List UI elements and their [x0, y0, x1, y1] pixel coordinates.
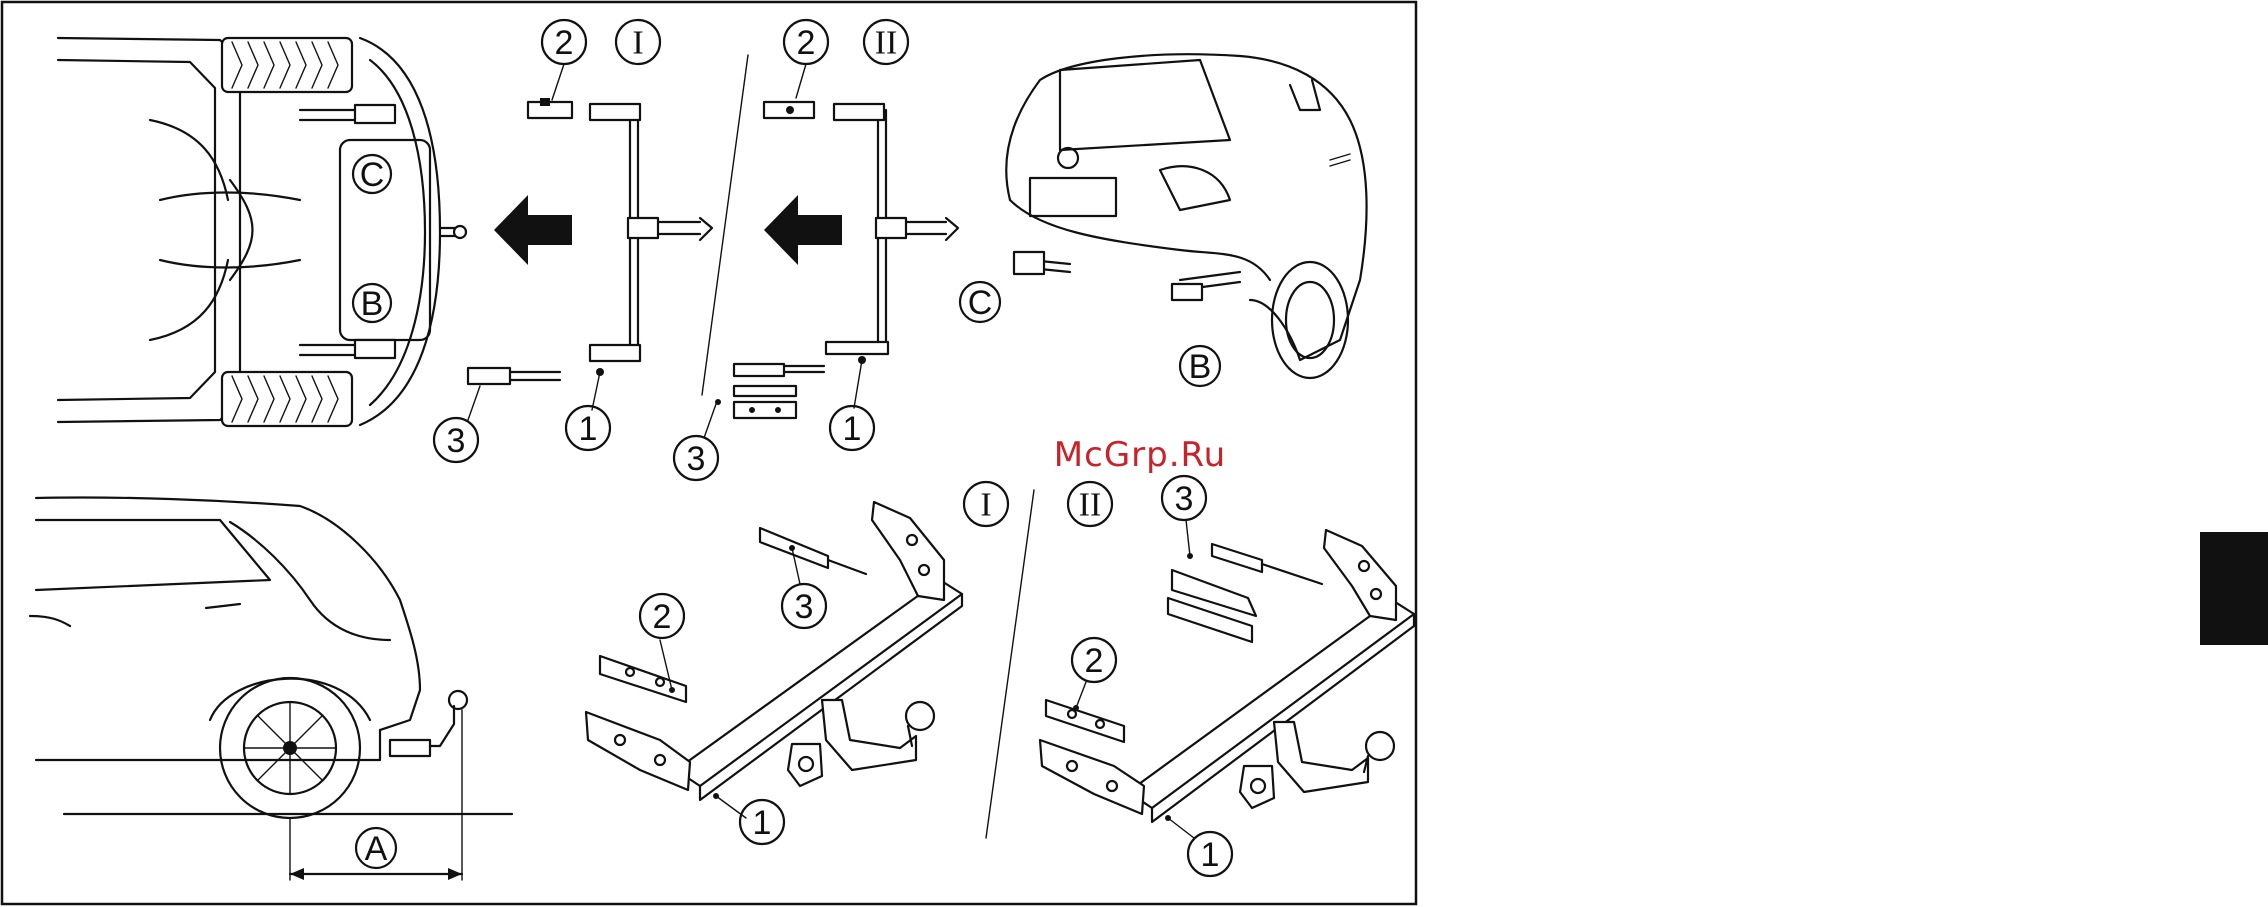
callout-3-variant-I-bottom: 3 — [795, 588, 814, 626]
variant-II-label-bottom: II — [1079, 487, 1102, 524]
callout-1-variant-I-bottom: 1 — [753, 804, 772, 842]
callout-3-variant-II-top: 3 — [687, 440, 706, 478]
watermark: McGrp.Ru — [1054, 435, 1226, 475]
callout-2-variant-II-top: 2 — [797, 24, 816, 62]
callout-1-variant-II-bottom: 1 — [1201, 836, 1220, 874]
callout-C-underside: C — [360, 156, 385, 194]
variant-I-label-bottom: I — [980, 487, 991, 524]
callout-C-rear: C — [968, 284, 993, 322]
callout-3-variant-I-top: 3 — [447, 422, 466, 460]
callout-2-variant-I-top: 2 — [555, 24, 574, 62]
variant-I-label-top: I — [632, 25, 643, 62]
callout-2-variant-I-bottom: 2 — [653, 598, 672, 636]
callout-B-rear: B — [1189, 348, 1212, 386]
page-tab-marker — [2200, 532, 2268, 645]
callout-1-variant-II-top: 1 — [843, 410, 862, 448]
callout-1-variant-I-top: 1 — [579, 410, 598, 448]
variant-II-label-top: II — [875, 25, 898, 62]
callout-2-variant-II-bottom: 2 — [1085, 642, 1104, 680]
callout-A-dimension: A — [365, 830, 388, 868]
callout-B-underside: B — [361, 285, 384, 323]
callout-3-variant-II-bottom: 3 — [1175, 480, 1194, 518]
